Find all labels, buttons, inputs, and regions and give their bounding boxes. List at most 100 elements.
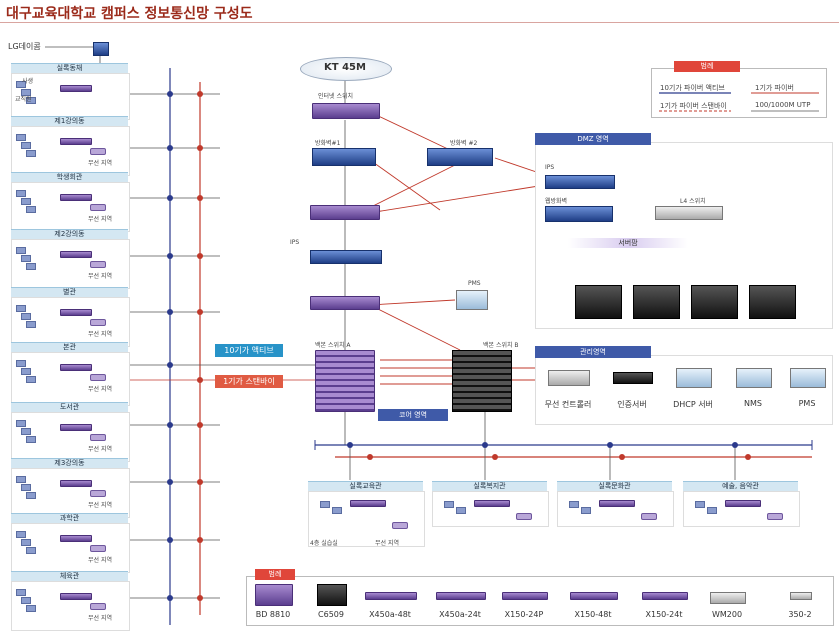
pc-icon <box>444 501 454 508</box>
mgmt-label-0: 무선 컨트롤러 <box>544 400 592 409</box>
wireless-ap-icon <box>90 148 106 155</box>
access-switch[interactable] <box>474 500 510 507</box>
access-switch[interactable] <box>60 535 92 542</box>
pc-icon <box>320 501 330 508</box>
line-legend-title: 범례 <box>674 61 740 72</box>
dorm-student-label: 사생 <box>22 78 34 85</box>
dmz-ips-device[interactable] <box>545 175 615 189</box>
access-switch[interactable] <box>60 424 92 431</box>
access-switch[interactable] <box>60 480 92 487</box>
building-label: 본관 <box>11 342 128 352</box>
server-rack[interactable] <box>691 285 738 319</box>
backbone-switch-b[interactable] <box>452 350 512 412</box>
distribution-switch[interactable] <box>310 205 380 220</box>
access-switch[interactable] <box>60 138 92 145</box>
access-switch[interactable] <box>60 194 92 201</box>
ips-device[interactable] <box>310 250 382 264</box>
server-rack[interactable] <box>575 285 622 319</box>
wireless-ap-icon <box>90 603 106 610</box>
access-switch[interactable] <box>60 85 92 92</box>
building-label: 제2강의동 <box>11 229 128 239</box>
access-switch[interactable] <box>60 593 92 600</box>
legend-device-label: 350-2 <box>788 610 812 619</box>
internet-switch[interactable] <box>312 103 380 119</box>
firewall-2[interactable] <box>427 148 493 166</box>
pc-icon <box>332 507 342 514</box>
legend-device-icon <box>317 584 347 606</box>
bottom-building-1-label: 실록복지관 <box>432 481 547 491</box>
legend-device-icon <box>790 592 812 600</box>
core-area-tag: 코어 영역 <box>378 409 448 421</box>
web-firewall-label: 웹방화벽 <box>545 198 568 205</box>
bottom-building-1 <box>432 491 549 527</box>
legend-device-label: X150-48t <box>574 610 612 619</box>
l4-switch[interactable] <box>655 206 723 220</box>
pc-icon <box>26 376 36 383</box>
wireless-controller[interactable] <box>548 370 590 386</box>
pc-icon <box>16 420 26 427</box>
pms-server-mgmt[interactable] <box>790 368 826 388</box>
access-switch[interactable] <box>350 500 386 507</box>
legend-item-2: 1기가 파이버 스탠바이 <box>660 102 727 110</box>
access-switch[interactable] <box>60 251 92 258</box>
pc-icon <box>456 507 466 514</box>
building-label: 제3강의동 <box>11 458 128 468</box>
backbone-a-label: 백본 스위치 A <box>315 342 351 349</box>
router-icon <box>93 42 109 56</box>
legend-device-icon <box>710 592 746 604</box>
wireless-ap-icon <box>90 374 106 381</box>
legend-device-label: WM200 <box>711 610 743 619</box>
pc-icon <box>695 501 705 508</box>
pc-icon <box>21 89 31 96</box>
access-switch[interactable] <box>599 500 635 507</box>
wireless-zone-label: 무선 지역 <box>88 446 112 453</box>
mgmt-label-4: PMS <box>798 399 816 408</box>
pc-icon <box>21 142 31 149</box>
aggregation-switch[interactable] <box>310 296 380 310</box>
wireless-zone-label: 무선 지역 <box>88 557 112 564</box>
legend-device-label: X450a-48t <box>369 610 411 619</box>
legend-device-label: X150-24t <box>645 610 683 619</box>
building-label: 도서관 <box>11 402 128 412</box>
pms-label: PMS <box>468 280 481 287</box>
server-rack[interactable] <box>633 285 680 319</box>
pc-icon <box>26 321 36 328</box>
wireless-zone-label: 무선 지역 <box>88 216 112 223</box>
access-switch[interactable] <box>60 364 92 371</box>
ips-label: IPS <box>290 239 300 246</box>
dhcp-server[interactable] <box>676 368 712 388</box>
page-title: 대구교육대학교 캠퍼스 정보통신망 구성도 <box>6 6 253 22</box>
legend-device-label: X450a-24t <box>439 610 481 619</box>
pc-icon <box>16 589 26 596</box>
pc-icon <box>21 428 31 435</box>
lab-label: 4층 실습실 <box>310 540 338 547</box>
wireless-zone-label: 무선 지역 <box>88 502 112 509</box>
bottom-building-3 <box>683 491 800 527</box>
device-legend-title: 범례 <box>255 569 295 580</box>
access-switch[interactable] <box>725 500 761 507</box>
backbone-b-label: 백본 스위치 B <box>483 342 519 349</box>
building-label: 제1강의동 <box>11 116 128 126</box>
wireless-zone-label: 무선 지역 <box>88 386 112 393</box>
legend-device-icon <box>502 592 548 600</box>
server-rack[interactable] <box>749 285 796 319</box>
pc-icon <box>26 605 36 612</box>
firewall-1[interactable] <box>312 148 376 166</box>
wireless-ap-icon <box>90 434 106 441</box>
legend-device-icon <box>642 592 688 600</box>
pc-icon <box>21 313 31 320</box>
web-firewall[interactable] <box>545 206 613 222</box>
pc-icon <box>26 150 36 157</box>
access-switch[interactable] <box>60 309 92 316</box>
pc-icon <box>26 547 36 554</box>
pms-server[interactable] <box>456 290 488 310</box>
auth-server[interactable] <box>613 372 653 384</box>
bottom-building-3-label: 예술, 음악관 <box>683 481 798 491</box>
legend-device-label: X150-24P <box>504 610 544 619</box>
backbone-switch-a[interactable] <box>315 350 375 412</box>
mgmt-label-2: DHCP 서버 <box>673 400 713 409</box>
nms-server[interactable] <box>736 368 772 388</box>
bottom-building-0-label: 실록교육관 <box>308 481 423 491</box>
wireless-ap-icon <box>90 261 106 268</box>
legend-item-0: 10기가 파이버 액티브 <box>660 84 725 92</box>
